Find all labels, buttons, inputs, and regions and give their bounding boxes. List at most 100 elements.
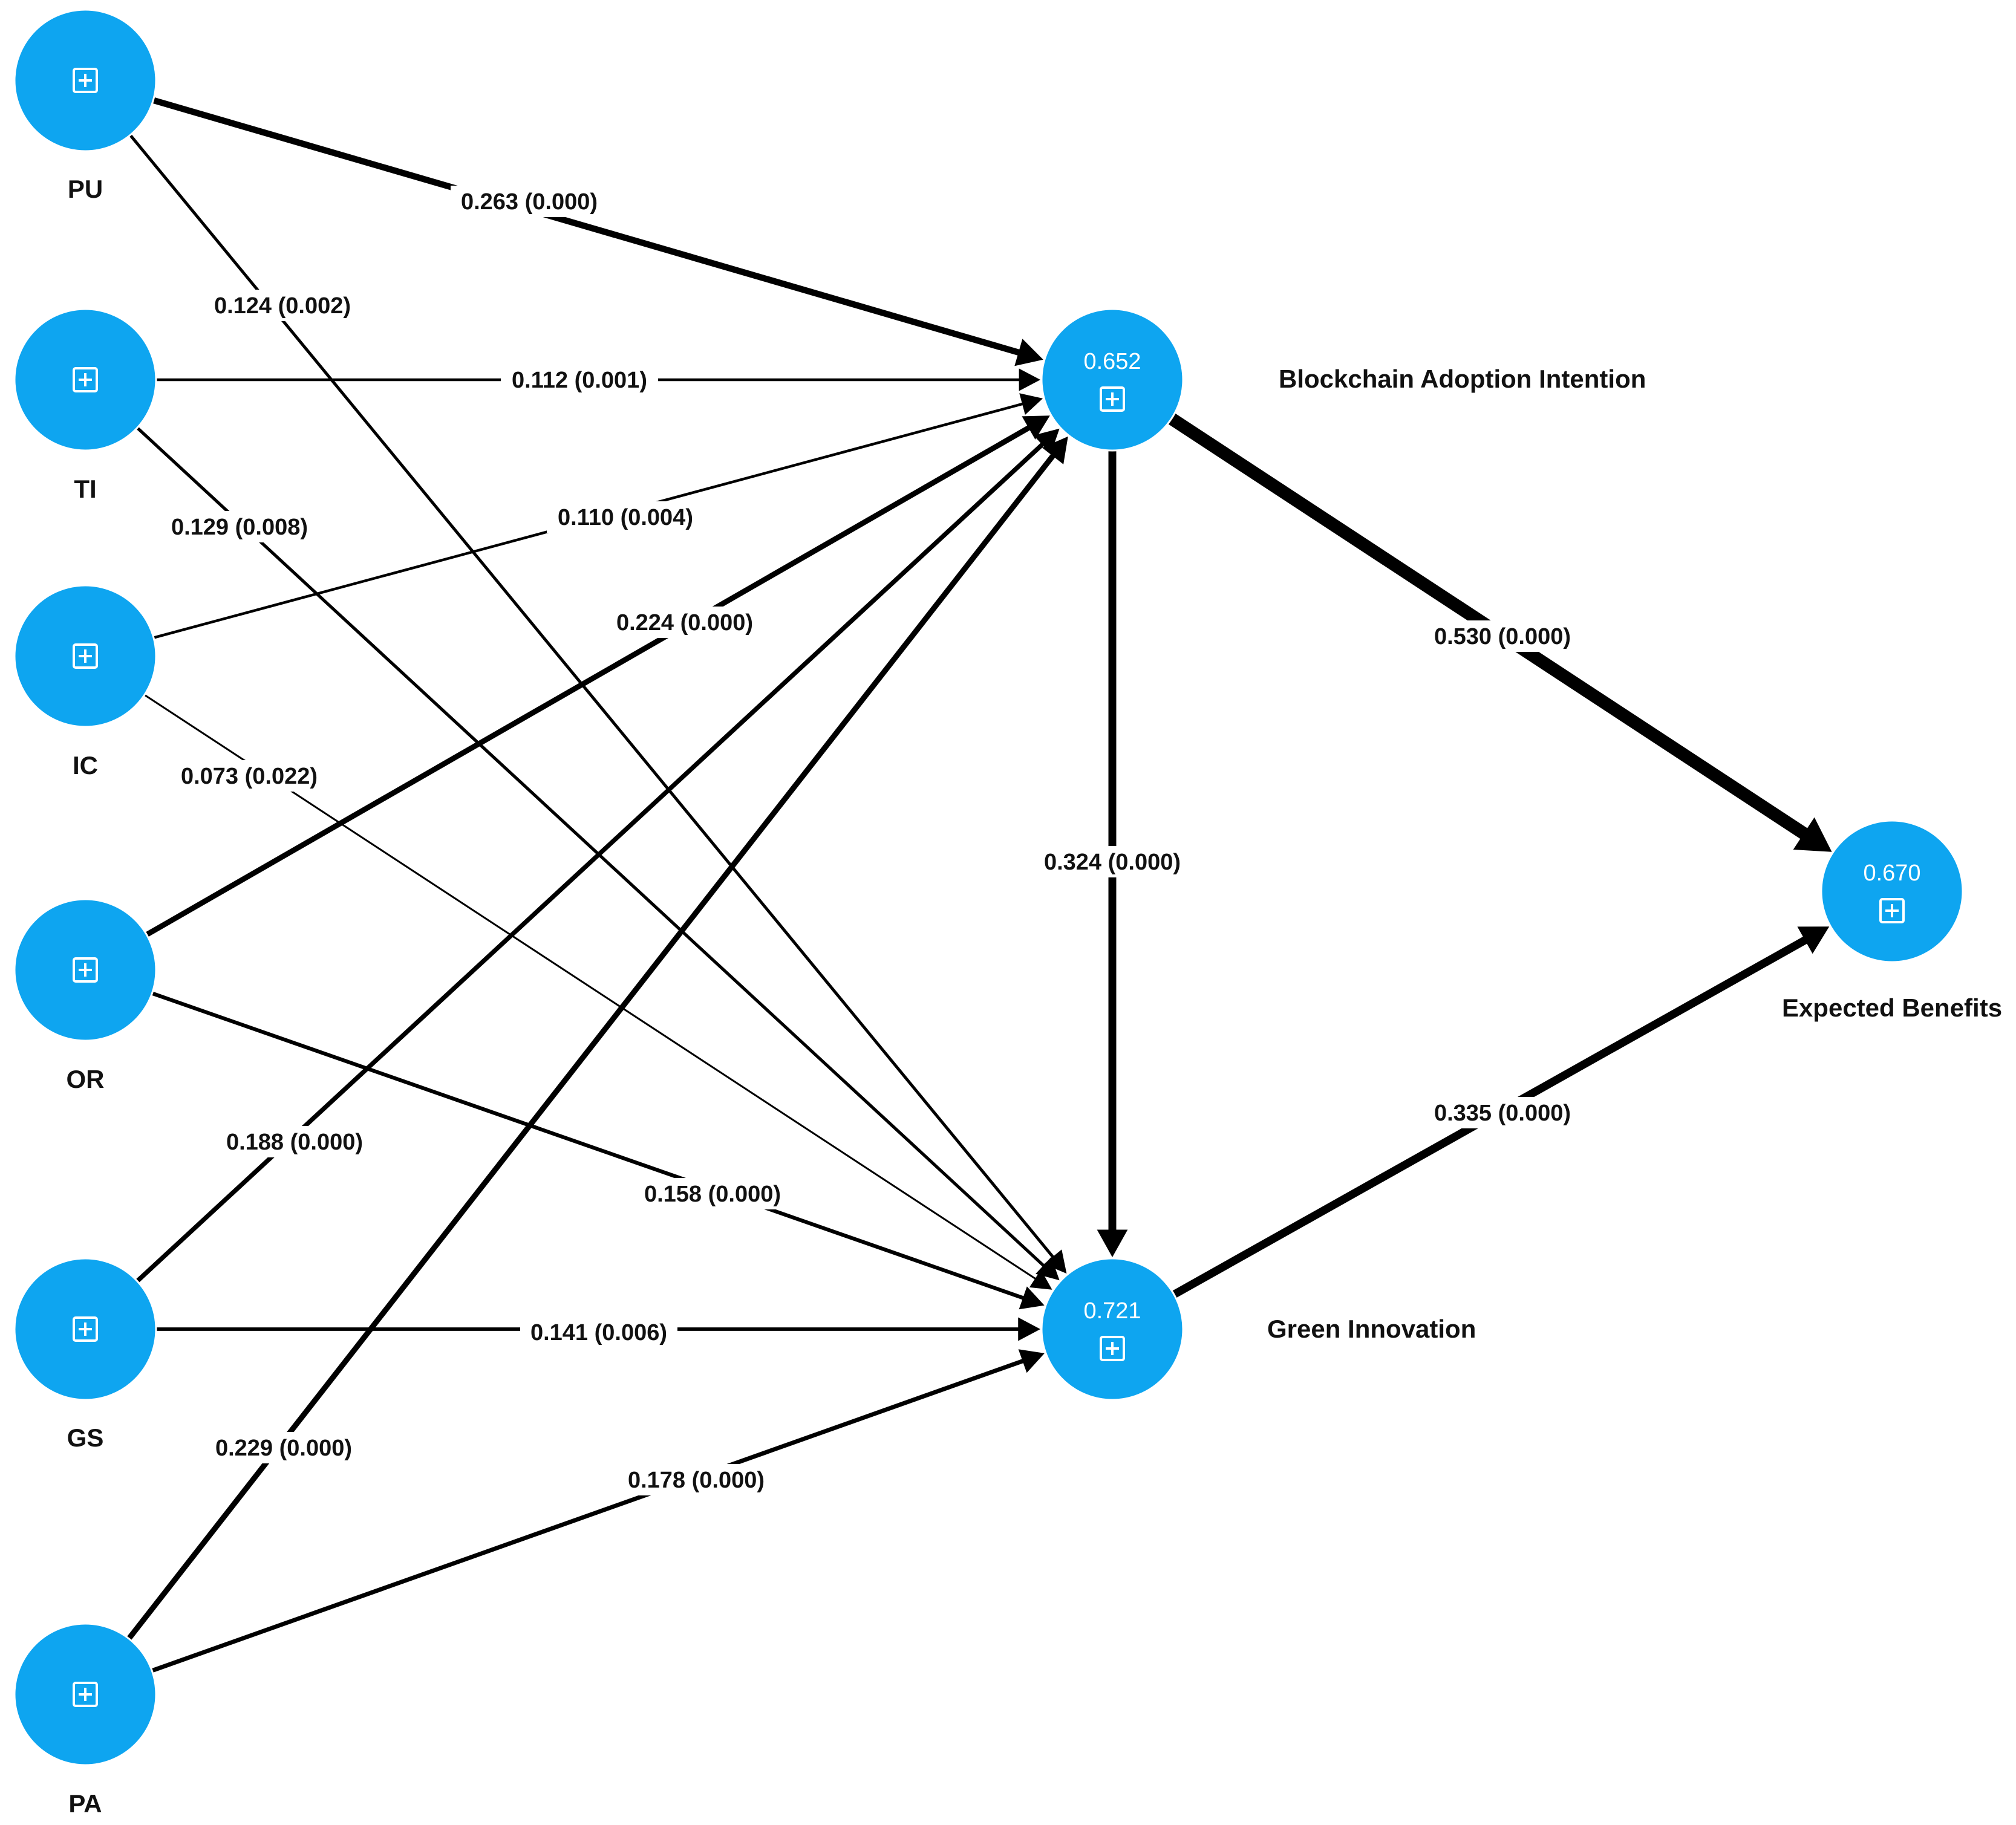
label-background	[1424, 1097, 1581, 1128]
coefficient-text: 0.141 (0.006)	[530, 1320, 667, 1345]
edge-labels-layer: 0.263 (0.000) 0.124 (0.002) 0.112 (0.001) 0…	[161, 186, 1581, 1495]
expand-icon[interactable]	[1100, 1336, 1125, 1361]
path-coefficient-label: 0.129 (0.008)	[161, 511, 318, 542]
coefficient-text: 0.263 (0.000)	[461, 189, 598, 215]
path-line	[129, 134, 1056, 1260]
path-coefficient-label: 0.335 (0.000)	[1424, 1097, 1581, 1128]
construct-node-or[interactable]: OR	[13, 898, 157, 1093]
construct-circle[interactable]	[1040, 1257, 1184, 1401]
construct-circle[interactable]	[1040, 308, 1184, 452]
path-coefficient-label: 0.158 (0.000)	[634, 1178, 791, 1209]
coefficient-text: 0.110 (0.004)	[558, 505, 693, 530]
path-coefficient-label: 0.229 (0.000)	[205, 1432, 362, 1463]
path-line	[151, 991, 1026, 1301]
construct-label: OR	[67, 1065, 105, 1093]
expand-icon[interactable]	[73, 367, 98, 392]
path-line	[152, 97, 1022, 356]
expand-icon[interactable]	[73, 643, 98, 669]
label-background	[171, 760, 328, 792]
construct-node-ti[interactable]: TI	[13, 308, 157, 503]
expand-icon[interactable]	[1100, 386, 1125, 412]
label-background	[520, 1316, 677, 1348]
r-squared-value: 0.721	[1083, 1298, 1141, 1324]
construct-label: PU	[68, 175, 103, 203]
coefficient-text: 0.129 (0.008)	[171, 515, 308, 540]
label-background	[204, 290, 361, 321]
label-background	[606, 607, 763, 638]
expand-icon[interactable]	[1879, 898, 1905, 923]
path-line	[145, 424, 1032, 937]
r-squared-value: 0.652	[1083, 349, 1141, 374]
construct-node-gs[interactable]: GS	[13, 1257, 157, 1452]
construct-node-pu[interactable]: PU	[13, 8, 157, 203]
path-coefficient-label: 0.263 (0.000)	[451, 186, 608, 217]
coefficient-text: 0.530 (0.000)	[1434, 624, 1571, 649]
arrowhead-icon	[1043, 1249, 1067, 1274]
path-or-to-bai	[145, 415, 1050, 937]
path-coefficient-label: 0.124 (0.002)	[204, 290, 361, 321]
label-background	[1034, 846, 1191, 877]
arrowhead-icon	[1097, 1229, 1128, 1257]
construct-label: Expected Benefits	[1782, 994, 2002, 1022]
coefficient-text: 0.224 (0.000)	[616, 610, 753, 636]
arrowhead-icon	[1018, 1349, 1045, 1373]
expand-icon[interactable]	[73, 68, 98, 93]
construct-label: Green Innovation	[1267, 1315, 1476, 1343]
r-squared-value: 0.670	[1863, 860, 1920, 886]
label-background	[161, 511, 318, 542]
label-background	[501, 364, 658, 395]
coefficient-text: 0.324 (0.000)	[1044, 850, 1181, 875]
path-coefficient-label: 0.178 (0.000)	[618, 1464, 775, 1495]
coefficient-text: 0.112 (0.001)	[512, 368, 647, 393]
coefficient-text: 0.335 (0.000)	[1434, 1101, 1571, 1126]
path-line	[144, 694, 1038, 1281]
construct-label: PA	[68, 1789, 102, 1818]
path-coefficient-label: 0.224 (0.000)	[606, 607, 763, 638]
construct-node-pa[interactable]: PA	[13, 1622, 157, 1818]
coefficient-text: 0.178 (0.000)	[628, 1468, 765, 1493]
construct-node-ic[interactable]: IC	[13, 584, 157, 779]
expand-icon[interactable]	[73, 1316, 98, 1342]
coefficient-text: 0.188 (0.000)	[226, 1130, 363, 1155]
path-coefficient-label: 0.188 (0.000)	[216, 1126, 373, 1157]
expand-icon[interactable]	[73, 1682, 98, 1707]
arrowhead-icon	[1042, 436, 1068, 464]
arrowhead-icon	[1019, 393, 1043, 415]
coefficient-text: 0.073 (0.022)	[181, 764, 318, 789]
arrowhead-icon	[1793, 817, 1832, 852]
arrowhead-icon	[1014, 339, 1043, 366]
path-coefficient-label: 0.112 (0.001)	[501, 364, 658, 395]
label-background	[205, 1432, 362, 1463]
path-ic-to-gi	[144, 694, 1052, 1290]
coefficient-text: 0.158 (0.000)	[644, 1182, 781, 1207]
path-pa-to-gi	[151, 1349, 1045, 1673]
edges-layer	[126, 97, 1832, 1673]
path-coefficient-label: 0.324 (0.000)	[1034, 846, 1191, 877]
path-line	[151, 1358, 1026, 1673]
coefficient-text: 0.124 (0.002)	[214, 293, 351, 319]
path-line	[136, 426, 1046, 1269]
arrowhead-icon	[1018, 1317, 1040, 1341]
coefficient-text: 0.229 (0.000)	[215, 1436, 352, 1461]
expand-icon[interactable]	[73, 957, 98, 983]
arrowhead-icon	[1019, 368, 1040, 391]
label-background	[216, 1126, 373, 1157]
label-background	[634, 1178, 791, 1209]
construct-circle[interactable]	[1820, 819, 1964, 963]
construct-label: TI	[74, 475, 96, 503]
construct-label: GS	[67, 1423, 104, 1452]
label-background	[1424, 620, 1581, 652]
label-background	[618, 1464, 775, 1495]
path-pu-to-bai	[152, 97, 1043, 366]
label-background	[451, 186, 608, 217]
path-or-to-gi	[151, 991, 1045, 1310]
path-pu-to-gi	[129, 134, 1067, 1274]
construct-label: IC	[73, 751, 98, 779]
path-coefficient-label: 0.530 (0.000)	[1424, 620, 1581, 652]
arrowhead-icon	[1022, 415, 1050, 440]
